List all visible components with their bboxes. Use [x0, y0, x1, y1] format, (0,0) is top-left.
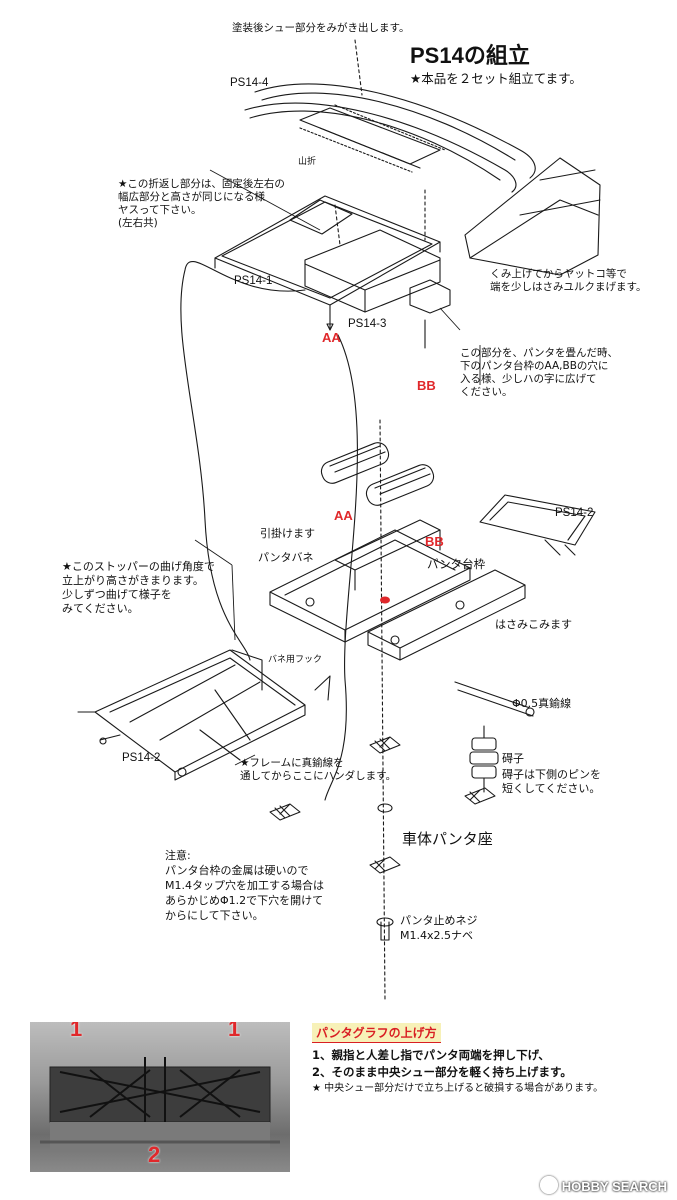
gaishi-note-line: 碍子は下側のピンを	[502, 768, 601, 781]
washer-marks	[269, 736, 496, 874]
panta-seat	[377, 803, 393, 813]
bb-note-line: 下のパンタ台枠のAA,BBの穴に	[460, 360, 609, 372]
frame-note-line: 通してからここにハンダします。	[240, 770, 397, 782]
guide-loop	[180, 260, 306, 661]
fold-note-line: (左右共)	[118, 217, 158, 229]
howto-step-1: 1、親指と人差し指でパンタ両端を押し下げ、	[312, 1048, 550, 1062]
fold-note-line: ★この折返し部分は、固定後左右の	[118, 178, 285, 190]
label-hikkake: 引掛けます	[260, 527, 315, 540]
label-bb-mid: BB	[425, 534, 444, 549]
label-panta-bane: パンタバネ	[258, 551, 314, 564]
caution-line: M1.4タップ穴を加工する場合は	[165, 879, 324, 892]
howto-block: パンタグラフの上げ方 1、親指と人差し指でパンタ両端を押し下げ、 2、そのまま中…	[312, 1022, 603, 1097]
frame-ps14-1	[214, 195, 451, 349]
photo-mark-2: 2	[148, 1142, 161, 1167]
label-screw: パンタ止めネジ	[400, 914, 478, 927]
curl-note: くみ上げてからヤットコ等で 端を少しはさみユルクまげます。	[490, 268, 646, 294]
label-aa-top: AA	[322, 330, 341, 345]
caution-line: 注意:	[165, 849, 191, 862]
frame-note: ★フレームに真鍮線を 通してからここにハンダします。	[240, 757, 396, 783]
label-bane-hook: バネ用フック	[268, 655, 323, 665]
label-ps14-2-top: PS14-2	[555, 507, 594, 519]
pantograph-photo: 1 1 2	[30, 1022, 290, 1172]
photo-mark-1-left: 1	[70, 1022, 83, 1041]
panta-springs	[320, 442, 435, 506]
stopper-note-line: みてください。	[62, 602, 139, 615]
label-wire: Φ0.5真鍮線	[512, 697, 572, 710]
label-ps14-3: PS14-3	[348, 318, 387, 330]
brand-watermark: HOBBY SEARCH	[539, 1176, 667, 1194]
fold-note: ★この折返し部分は、固定後左右の 幅広部分と高さが同じになる様 ヤスって下さい。…	[118, 178, 285, 230]
leader-lines	[194, 169, 481, 766]
label-bb-top: BB	[417, 378, 436, 393]
bb-note-line: この部分を、パンタを畳んだ時、	[460, 347, 619, 359]
stopper-note: ★このストッパーの曲げ角度で 立上がり高さがきまります。 少しずつ曲げて様子を …	[62, 560, 215, 616]
howto-step-2: 2、そのまま中央シュー部分を軽く持ち上げます。	[312, 1065, 572, 1079]
insulator	[469, 725, 499, 793]
lower-arm-ps14-2	[77, 649, 331, 781]
page-subtitle: ★本品を２セット組立てます。	[410, 71, 582, 86]
caution-line: からにして下さい。	[165, 909, 264, 922]
caution-note: 注意: パンタ台枠の金属は硬いので M1.4タップ穴を加工する場合は あらかじめ…	[165, 848, 324, 923]
brand-logo-icon	[539, 1176, 558, 1194]
label-shatai-pantaza: 車体パンタ座	[402, 830, 493, 848]
brand-text: HOBBY SEARCH	[561, 1179, 667, 1194]
label-yamaori: 山折	[298, 157, 317, 167]
label-ps14-1: PS14-1	[234, 275, 273, 287]
howto-title: パンタグラフの上げ方	[312, 1023, 441, 1043]
stopper-note-line: 立上がり高さがきまります。	[62, 574, 204, 587]
caution-line: パンタ台枠の金属は硬いので	[165, 864, 309, 877]
end-horn-detail	[464, 157, 601, 276]
label-screw-size: M1.4x2.5ナベ	[400, 929, 473, 942]
label-gaishi: 碍子	[502, 752, 524, 765]
fold-note-line: ヤスって下さい。	[118, 204, 202, 216]
caution-line: あらかじめΦ1.2で下穴を開けて	[165, 894, 324, 907]
label-aa-mid: AA	[334, 508, 353, 523]
stopper-note-line: ★このストッパーの曲げ角度で	[62, 560, 215, 573]
howto-warning: ★ 中央シュー部分だけで立ち上げると破損する場合があります。	[312, 1083, 604, 1094]
screw	[376, 917, 394, 941]
label-panta-daiwaku: パンタ台枠	[427, 557, 486, 571]
panta-base-frame	[269, 519, 526, 661]
label-ps14-2-bottom: PS14-2	[122, 752, 161, 764]
shoe-ps14-4	[244, 83, 536, 193]
bb-note-line: 入る様、少しハの字に広げて	[460, 373, 597, 385]
page-title: PS14の組立	[410, 43, 530, 68]
explode-lines	[334, 39, 426, 1001]
gaishi-note-line: 短くしてください。	[502, 782, 601, 795]
guide-loop-2	[324, 334, 358, 801]
bb-note: この部分を、パンタを畳んだ時、 下のパンタ台枠のAA,BBの穴に 入る様、少しハ…	[460, 347, 618, 399]
label-ps14-4: PS14-4	[230, 77, 269, 89]
photo-mark-1-right: 1	[228, 1022, 241, 1041]
curl-note-line: くみ上げてからヤットコ等で	[490, 268, 627, 280]
label-hasamikomi: はさみこみます	[495, 618, 572, 631]
fold-note-line: 幅広部分と高さが同じになる様	[118, 191, 265, 203]
bb-note-line: ください。	[460, 386, 513, 398]
top-note: 塗装後シュー部分をみがき出します。	[232, 22, 410, 34]
stopper-note-line: 少しずつ曲げて様子を	[62, 588, 172, 601]
red-mark	[380, 596, 390, 604]
frame-note-line: ★フレームに真鍮線を	[240, 757, 344, 769]
curl-note-line: 端を少しはさみユルクまげます。	[490, 281, 647, 293]
brass-wire	[454, 681, 535, 717]
photo-illustration	[40, 1057, 280, 1152]
gaishi-note: 碍子は下側のピンを 短くしてください。	[502, 768, 601, 796]
ps14-2-detail	[479, 494, 596, 556]
